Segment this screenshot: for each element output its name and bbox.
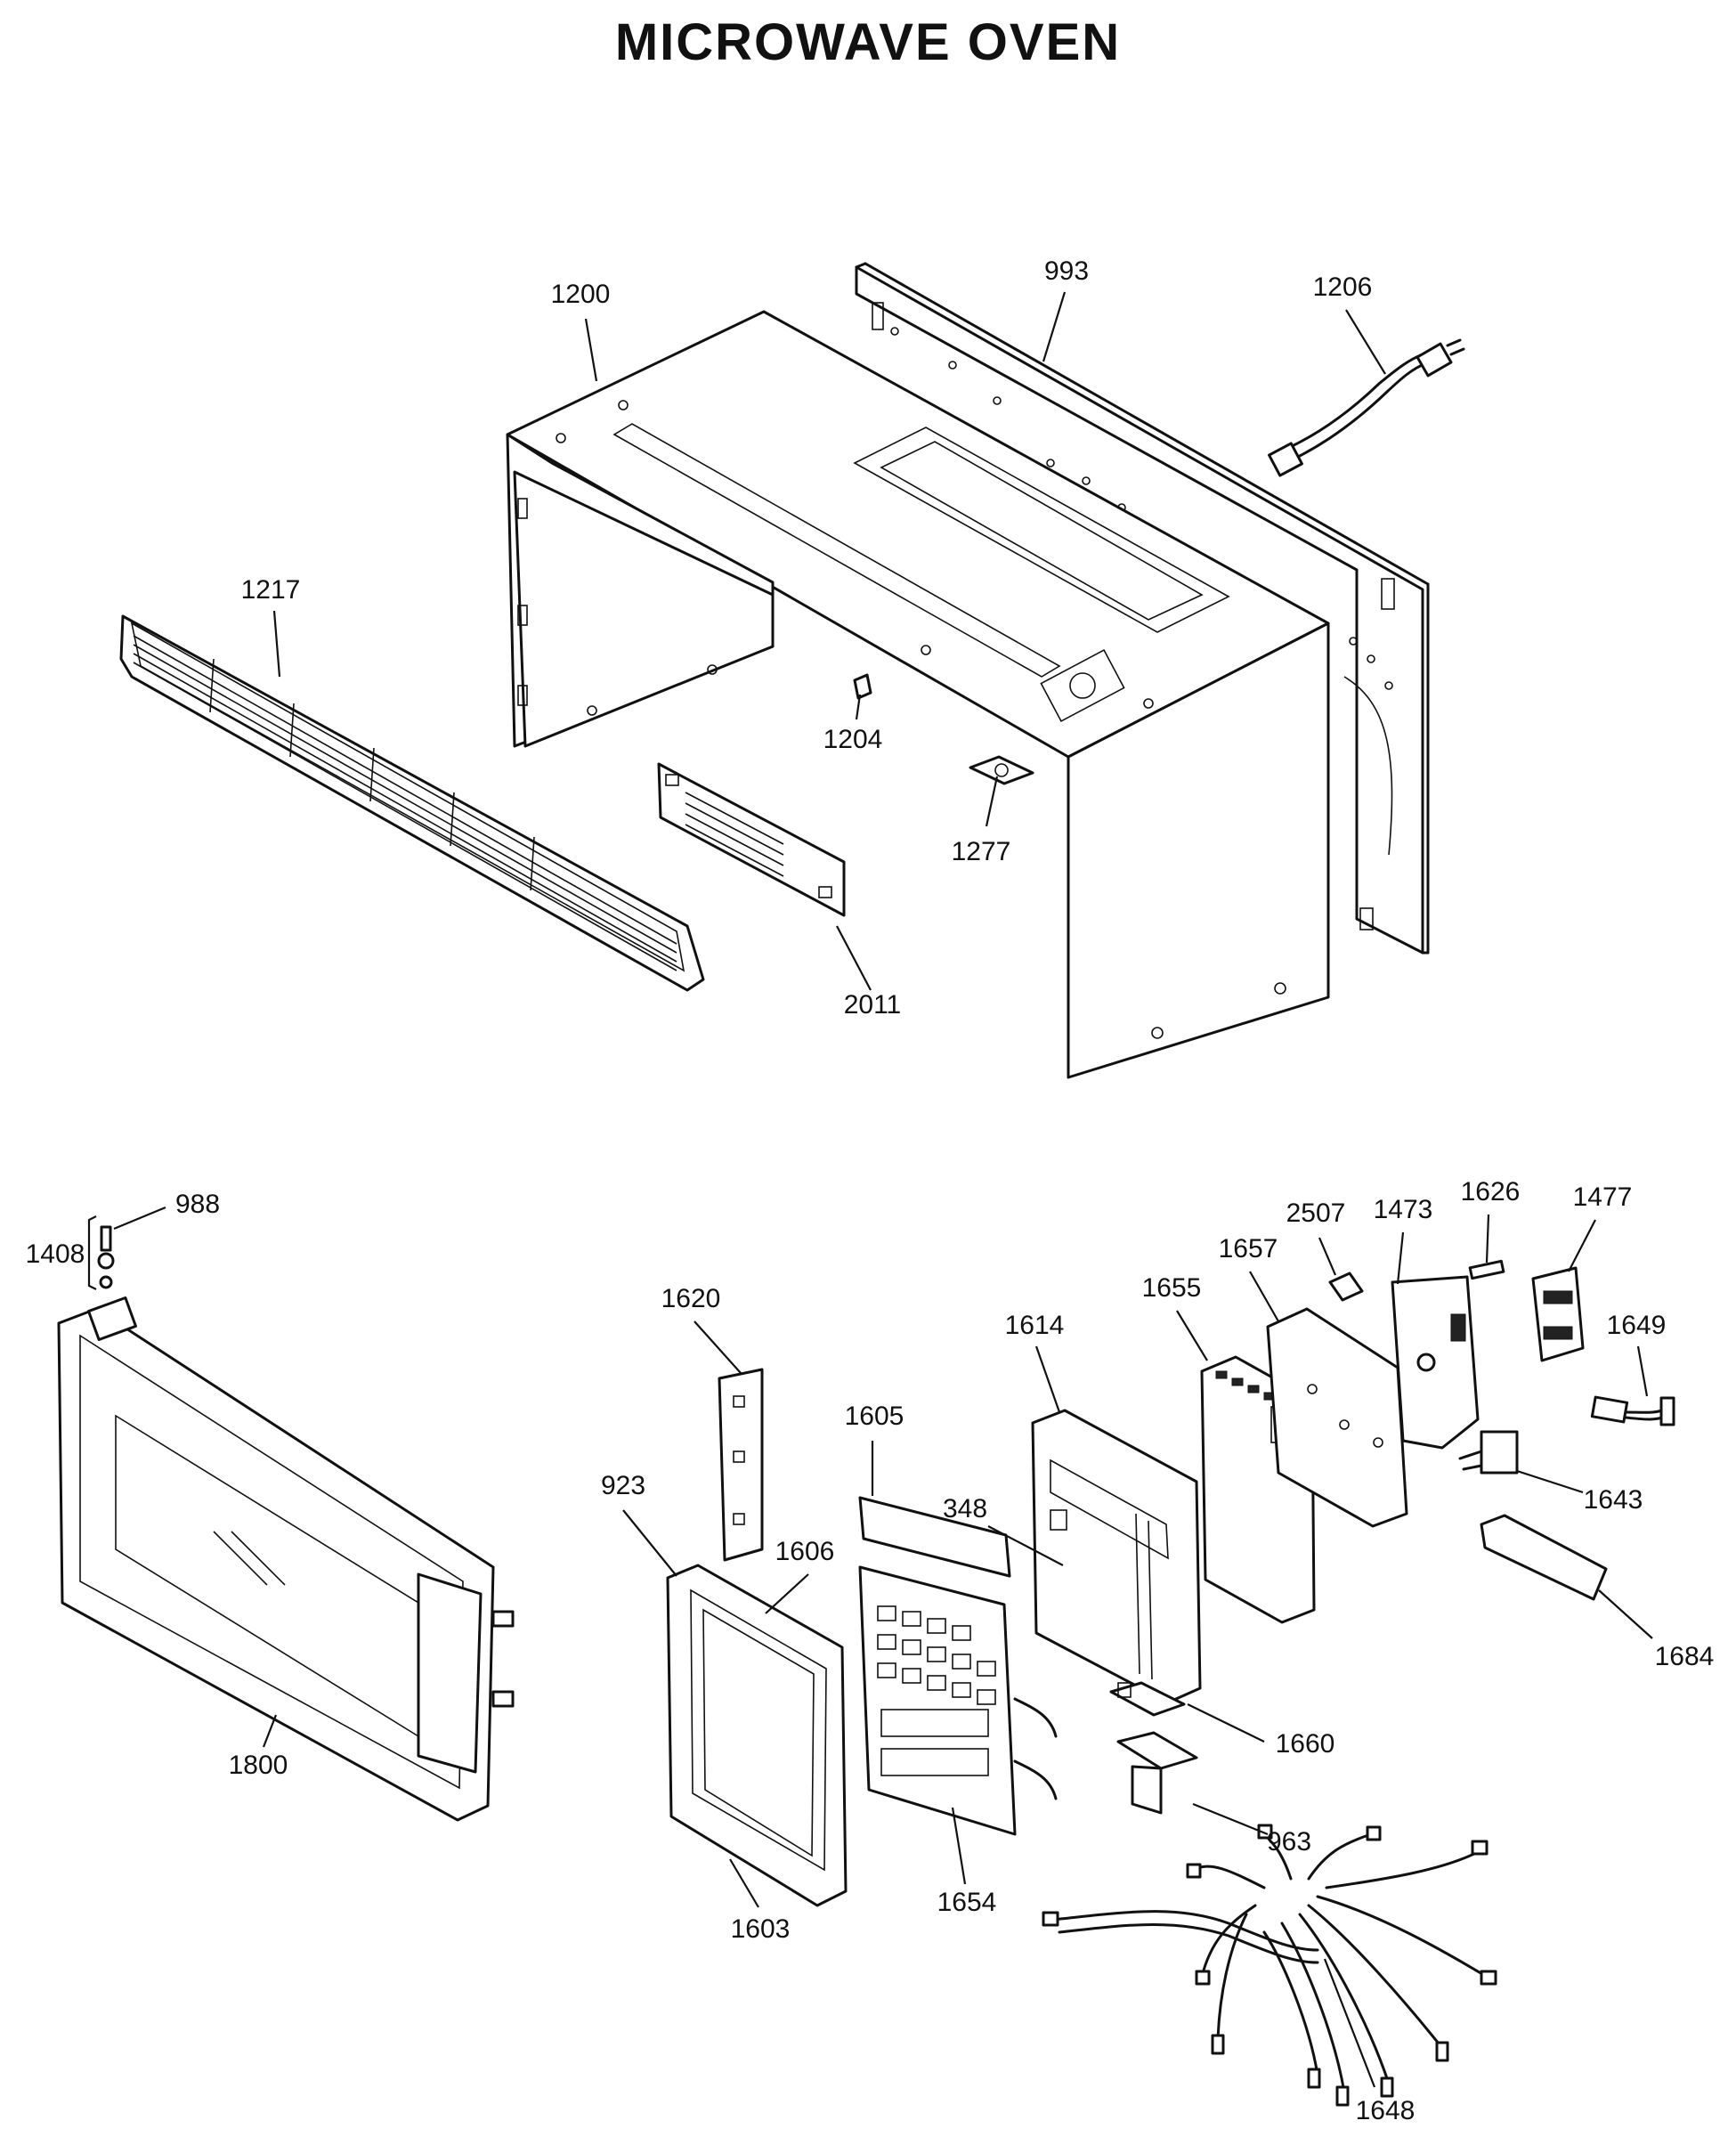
part-cover-plate-1684 bbox=[1480, 1514, 1608, 1601]
part-vent-bracket-2011 bbox=[657, 762, 846, 917]
callout-1200: 1200 bbox=[551, 280, 611, 309]
part-relay-1643 bbox=[1458, 1430, 1519, 1475]
part-vent-grille-1217 bbox=[119, 614, 705, 992]
part-wire-harness-1648 bbox=[1042, 1824, 1497, 2107]
part-bracket-1660 bbox=[1109, 1681, 1186, 1717]
callout-1614: 1614 bbox=[1005, 1311, 1065, 1340]
callout-1626: 1626 bbox=[1461, 1177, 1521, 1207]
callout-2507: 2507 bbox=[1286, 1199, 1346, 1228]
diagram-title: MICROWAVE OVEN bbox=[614, 13, 1122, 71]
part-window-strip-1605 bbox=[858, 1496, 1011, 1578]
callout-963: 963 bbox=[1267, 1827, 1311, 1857]
callout-993: 993 bbox=[1044, 256, 1089, 286]
callout-1643: 1643 bbox=[1584, 1485, 1643, 1515]
callout-2011: 2011 bbox=[844, 990, 902, 1020]
part-gasket-1277 bbox=[969, 755, 1034, 785]
callout-1649: 1649 bbox=[1607, 1311, 1667, 1340]
callout-988: 988 bbox=[175, 1190, 220, 1219]
callout-923: 923 bbox=[601, 1471, 645, 1500]
part-connector-1649 bbox=[1590, 1395, 1675, 1426]
leader-lines bbox=[113, 291, 1653, 2088]
part-keypad-1654 bbox=[858, 1565, 1058, 1836]
part-fuse-1626 bbox=[1468, 1259, 1505, 1280]
callout-1648: 1648 bbox=[1356, 2096, 1416, 2125]
callout-1655: 1655 bbox=[1142, 1273, 1202, 1303]
callout-1684: 1684 bbox=[1655, 1642, 1715, 1671]
callout-1477: 1477 bbox=[1573, 1182, 1633, 1212]
part-bracket-box-1657 bbox=[1266, 1307, 1408, 1528]
callout-1660: 1660 bbox=[1276, 1729, 1335, 1759]
callout-1277: 1277 bbox=[952, 837, 1011, 866]
callout-1217: 1217 bbox=[241, 575, 301, 605]
callout-1408: 1408 bbox=[26, 1239, 85, 1269]
callout-1603: 1603 bbox=[731, 1914, 791, 1944]
part-bracket-1620 bbox=[718, 1368, 764, 1562]
callout-1204: 1204 bbox=[823, 725, 883, 754]
part-frame-923 bbox=[666, 1564, 848, 1907]
part-power-cord-1206 bbox=[1268, 338, 1465, 477]
callout-1605: 1605 bbox=[845, 1402, 905, 1431]
part-wrapper-1200 bbox=[506, 310, 1330, 1079]
callout-348: 348 bbox=[943, 1494, 987, 1524]
part-bracket-1477 bbox=[1531, 1266, 1585, 1362]
callout-1606: 1606 bbox=[775, 1537, 835, 1566]
part-control-frame-1614 bbox=[1031, 1409, 1202, 1704]
callout-1206: 1206 bbox=[1313, 272, 1373, 302]
callout-1654: 1654 bbox=[937, 1888, 997, 1917]
part-bracket-1473 bbox=[1391, 1275, 1480, 1450]
part-callouts: 993 1200 1206 1217 1204 1277 2011 988 1408 1800 16… bbox=[26, 256, 1715, 2125]
part-door-1800 bbox=[57, 1296, 515, 1822]
callout-1800: 1800 bbox=[229, 1751, 288, 1780]
part-back-panel-993 bbox=[855, 262, 1430, 955]
callout-1657: 1657 bbox=[1219, 1234, 1278, 1264]
part-bracket-963 bbox=[1116, 1731, 1198, 1815]
part-clip-1204 bbox=[853, 673, 872, 700]
callout-1620: 1620 bbox=[661, 1284, 721, 1313]
part-clip-2507 bbox=[1328, 1272, 1364, 1302]
part-hinge-pin-988 bbox=[87, 1215, 115, 1290]
callout-1473: 1473 bbox=[1374, 1195, 1433, 1224]
